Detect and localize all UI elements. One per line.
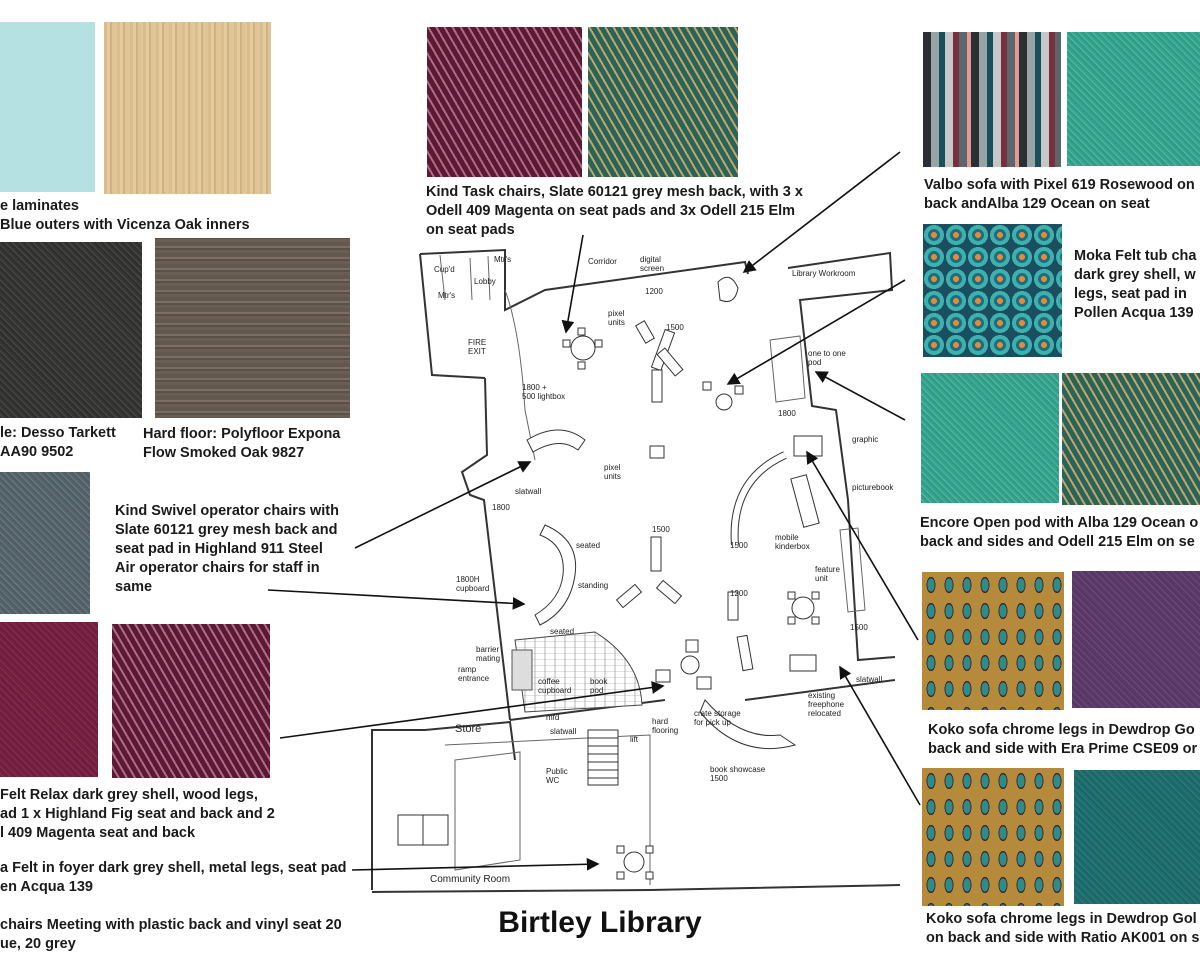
shelving-units	[615, 320, 823, 749]
kind-swivel-caption: Kind Swivel operator chairs with Slate 6…	[115, 503, 339, 595]
laminates-caption: e laminates Blue outers with Vicenza Oak…	[0, 198, 250, 233]
valbo-sofa	[717, 276, 739, 302]
reception-desk	[526, 429, 586, 626]
label-1500c: 1500	[730, 541, 748, 550]
plan-title: Birtley Library	[498, 906, 702, 939]
kind-task-caption: Kind Task chairs, Slate 60121 grey mesh …	[426, 184, 803, 238]
era-prime-purple-swatch	[1072, 571, 1200, 708]
smoked-oak-swatch	[155, 238, 350, 418]
label-cup: Cup'd	[434, 265, 455, 274]
ratio-teal-swatch	[1074, 770, 1200, 904]
label-lobby: Lobby	[474, 277, 496, 286]
stairs	[587, 729, 619, 786]
label-mfd: mfd	[546, 713, 559, 722]
duck-egg-laminate-swatch	[0, 22, 95, 192]
odell-magenta-swatch-left	[112, 624, 270, 778]
label-library-workroom: Library Workroom	[792, 269, 856, 278]
meeting-chairs-caption: chairs Meeting with plastic back and vin…	[0, 917, 342, 952]
label-mtrs-2: Mtr's	[438, 291, 455, 300]
label-picturebook: picturebook	[852, 483, 894, 492]
encore-caption: Encore Open pod with Alba 129 Ocean o ba…	[920, 515, 1199, 550]
foyer-caption: a Felt in foyer dark grey shell, metal l…	[0, 860, 347, 895]
label-slatwall-3: slatwall	[550, 727, 576, 736]
label-1500a: 1500	[666, 323, 684, 332]
felt-relax-caption: Felt Relax dark grey shell, wood legs, a…	[0, 787, 275, 841]
label-1500d: 1500	[850, 623, 868, 632]
label-1800a: 1800	[778, 409, 796, 418]
label-1200b: 1200	[730, 589, 748, 598]
moka-caption: Moka Felt tub cha dark grey shell, w leg…	[1074, 248, 1197, 321]
label-slatwall-1: slatwall	[515, 487, 541, 496]
label-1800b: 1800	[492, 503, 510, 512]
plan-walls	[371, 248, 901, 893]
label-lift: lift	[630, 735, 639, 744]
label-corridor: Corridor	[588, 257, 617, 266]
label-seated-1: seated	[576, 541, 600, 550]
label-1500b: 1500	[652, 525, 670, 534]
vicenza-oak-swatch	[104, 22, 271, 194]
label-standing: standing	[578, 581, 608, 590]
label-seated-2: seated	[550, 627, 574, 636]
plan-inner-lines	[439, 254, 866, 885]
label-community-room: Community Room	[430, 874, 510, 885]
carpet-caption: le: Desso Tarkett AA90 9502	[0, 425, 116, 460]
label-slatwall-2: slatwall	[856, 675, 882, 684]
koko-caption-1: Koko sofa chrome legs in Dewdrop Go back…	[928, 722, 1198, 757]
carpet-tile-swatch	[0, 242, 142, 418]
community-room-tables	[397, 814, 449, 846]
alba-ocean-swatch-1	[1067, 32, 1200, 166]
alba-ocean-swatch-2	[921, 373, 1059, 503]
highland-steel-swatch	[0, 472, 90, 614]
odell-magenta-swatch	[427, 27, 582, 177]
label-graphic: graphic	[852, 435, 878, 444]
label-mtrs-1: Mtr's	[494, 255, 511, 264]
label-1200a: 1200	[645, 287, 663, 296]
hard-floor-caption: Hard floor: Polyfloor Expona Flow Smoked…	[143, 426, 341, 461]
label-store: Store	[455, 723, 481, 735]
label-lightbox: 1800 +500 lightbox	[522, 383, 565, 401]
valbo-caption: Valbo sofa with Pixel 619 Rosewood on ba…	[924, 177, 1195, 212]
entrance-tiled-floor	[514, 631, 643, 713]
odell-elm-swatch	[588, 27, 738, 177]
dewdrop-gold-swatch-2	[922, 768, 1064, 906]
pixel-rosewood-swatch	[923, 32, 1061, 167]
pollen-acqua-swatch	[923, 224, 1062, 357]
odell-elm-swatch-2	[1062, 373, 1200, 505]
leader-arrows	[267, 151, 921, 871]
round-tables	[562, 327, 820, 880]
dewdrop-gold-swatch-1	[922, 572, 1064, 710]
koko-caption-2: Koko sofa chrome legs in Dewdrop Gol on …	[926, 911, 1200, 946]
ramp	[511, 649, 533, 691]
highland-fig-swatch	[0, 622, 98, 777]
